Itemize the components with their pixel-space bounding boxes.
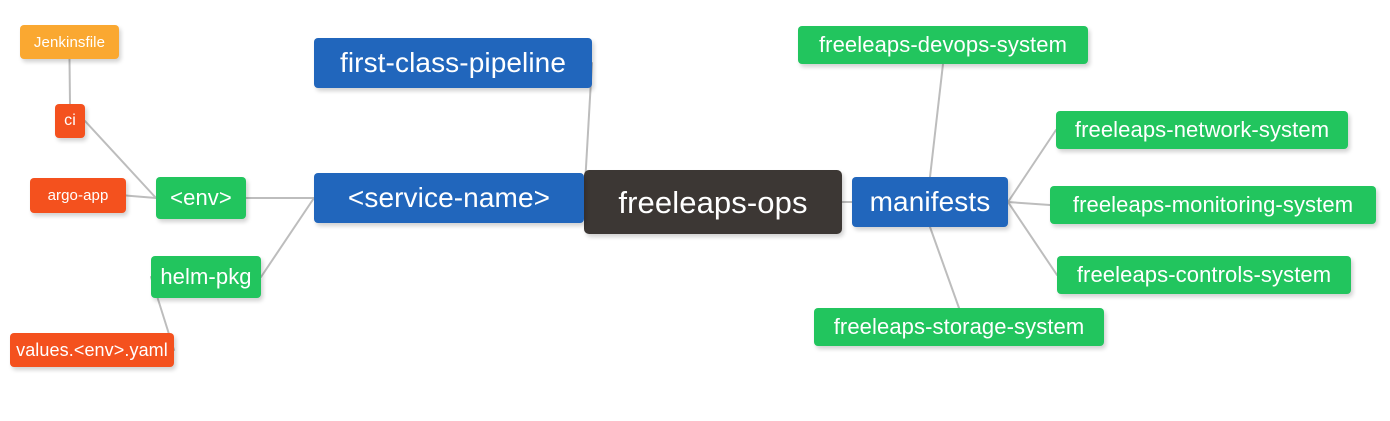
mindmap-edge-manifests--freeleaps-monitoring-system [1007, 201, 1051, 206]
mindmap-node-ci[interactable]: ci [55, 104, 85, 138]
mindmap-node-freeleaps-devops-system[interactable]: freeleaps-devops-system [798, 26, 1088, 64]
mindmap-node-freeleaps-network-system[interactable]: freeleaps-network-system [1056, 111, 1348, 149]
mindmap-edge-manifests--freeleaps-devops-system [929, 63, 944, 178]
mindmap-edge-env--argo-app [125, 194, 157, 199]
mindmap-node-freeleaps-monitoring-system[interactable]: freeleaps-monitoring-system [1050, 186, 1376, 224]
mindmap-edge-service-name--helm-pkg [260, 197, 315, 278]
mindmap-node-manifests[interactable]: manifests [852, 177, 1008, 227]
mindmap-node-freeleaps-storage-system[interactable]: freeleaps-storage-system [814, 308, 1104, 346]
mindmap-node-freeleaps-controls-system[interactable]: freeleaps-controls-system [1057, 256, 1351, 294]
mindmap-edge-manifests--freeleaps-network-system [1007, 129, 1057, 203]
mindmap-node-service-name[interactable]: <service-name> [314, 173, 584, 223]
mindmap-node-values-env-yaml[interactable]: values.<env>.yaml [10, 333, 174, 367]
mindmap-edge-manifests--freeleaps-storage-system [929, 226, 960, 309]
mindmap-node-freeleaps-ops[interactable]: freeleaps-ops [584, 170, 842, 234]
mindmap-node-helm-pkg[interactable]: helm-pkg [151, 256, 261, 298]
mindmap-node-jenkinsfile[interactable]: Jenkinsfile [20, 25, 119, 59]
mindmap-node-argo-app[interactable]: argo-app [30, 178, 126, 213]
mindmap-edge-ci--jenkinsfile [68, 58, 71, 105]
mindmap-node-env[interactable]: <env> [156, 177, 246, 219]
mindmap-node-first-class-pipeline[interactable]: first-class-pipeline [314, 38, 592, 88]
